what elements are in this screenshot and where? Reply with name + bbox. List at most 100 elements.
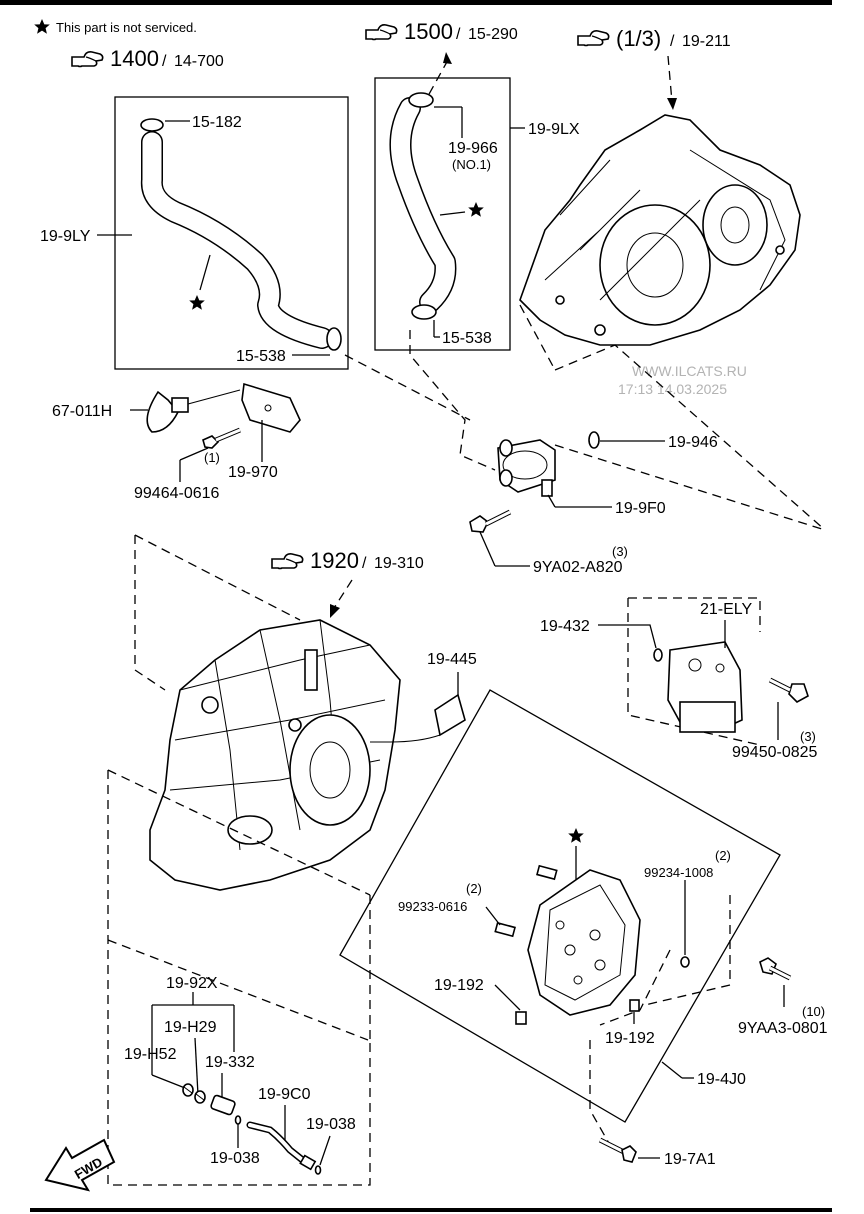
ref-main: 1920: [310, 548, 359, 573]
hose-19-9LX: [389, 92, 457, 320]
label-19-9LY[interactable]: 19-9LY: [40, 228, 91, 245]
star-icon: [34, 19, 50, 34]
label-21-ELY[interactable]: 21-ELY: [700, 601, 753, 618]
ref-1500[interactable]: 1500 / 15-290: [365, 19, 518, 44]
pointing-hand-icon: [577, 30, 610, 47]
cover-19-4J0: [527, 869, 641, 1016]
ref-1920[interactable]: 1920 / 19-310: [271, 548, 424, 573]
pipe-19-9C0: [246, 1121, 317, 1171]
bolt-9YAA3-0801: [759, 957, 792, 981]
label-19-192-a[interactable]: 19-192: [434, 977, 484, 994]
top-border: [0, 0, 832, 5]
label-15-538-b[interactable]: 15-538: [442, 330, 492, 347]
label-19-332[interactable]: 19-332: [205, 1054, 255, 1071]
watermark-timestamp: 17:13 14.03.2025: [618, 381, 727, 397]
label-19-H29[interactable]: 19-H29: [164, 1019, 217, 1036]
qty-9YA02: (3): [612, 544, 628, 559]
clip-67-011H: [146, 389, 241, 433]
bracket-19-970: [241, 382, 301, 433]
o-ring-19-038: [234, 1115, 242, 1125]
ref-sub: 19-211: [682, 33, 731, 50]
ref-main: 1400: [110, 46, 159, 71]
pin-99233: [494, 921, 516, 938]
label-19-432[interactable]: 19-432: [540, 618, 590, 635]
hose-19-9LY: [140, 118, 342, 351]
oil-cooler-19-9F0: [497, 439, 556, 497]
label-99450-0825[interactable]: 99450-0825: [732, 744, 818, 761]
hose-group-box: [114, 96, 349, 370]
label-15-182[interactable]: 15-182: [192, 114, 242, 131]
bottom-border: [30, 1208, 832, 1212]
label-19-92X[interactable]: 19-92X: [166, 975, 218, 992]
o-ring-19-946: [588, 431, 600, 449]
label-9YAA3-0801[interactable]: 9YAA3-0801: [738, 1020, 828, 1037]
label-99464-0616[interactable]: 99464-0616: [134, 485, 220, 502]
ref-sub: 15-290: [468, 26, 518, 43]
label-19-038-a[interactable]: 19-038: [210, 1150, 260, 1167]
label-19-966-note: (NO.1): [452, 157, 491, 172]
svg-text:/: /: [456, 26, 461, 43]
label-19-445[interactable]: 19-445: [427, 651, 477, 668]
label-19-970[interactable]: 19-970: [228, 464, 278, 481]
star-icon: [189, 295, 205, 310]
ref-main: 1500: [404, 19, 453, 44]
ref-1400[interactable]: 1400 / 14-700: [71, 46, 224, 71]
label-19-9F0[interactable]: 19-9F0: [615, 500, 666, 517]
label-19-9LX[interactable]: 19-9LX: [528, 121, 580, 138]
o-ring-19-038: [314, 1165, 322, 1175]
qty-99233: (2): [466, 881, 482, 896]
pointing-hand-icon: [271, 553, 304, 570]
label-15-538-a[interactable]: 15-538: [236, 348, 286, 365]
pointing-hand-icon: [71, 51, 104, 68]
fitting-19-H52: [182, 1083, 194, 1097]
label-19-H52[interactable]: 19-H52: [124, 1046, 177, 1063]
ref-sub: 14-700: [174, 53, 224, 70]
transmission-housing-19-211: [519, 114, 801, 346]
hose-group-box: [374, 77, 511, 351]
legend-note: This part is not serviced.: [56, 20, 197, 35]
qty-99234: (2): [715, 848, 731, 863]
label-19-946[interactable]: 19-946: [668, 434, 718, 451]
plug-99234: [680, 956, 690, 968]
label-19-9C0[interactable]: 19-9C0: [258, 1086, 311, 1103]
plug-19-192: [629, 999, 640, 1012]
svg-text:/: /: [362, 555, 367, 572]
label-19-966[interactable]: 19-966: [448, 140, 498, 157]
label-99233-0616[interactable]: 99233-0616: [398, 899, 467, 914]
label-9YA02-A820[interactable]: 9YA02-A820: [533, 559, 623, 576]
fitting-19-H29: [194, 1090, 206, 1104]
fitting-19-332: [210, 1094, 236, 1116]
forward-direction-arrow: FWD: [44, 1138, 116, 1192]
label-19-7A1[interactable]: 19-7A1: [664, 1151, 716, 1168]
qty-99450: (3): [800, 729, 816, 744]
legend: This part is not serviced.: [34, 19, 197, 35]
svg-text:/: /: [670, 33, 675, 50]
o-ring-19-432: [653, 648, 663, 662]
bolt-99464-0616: [202, 427, 241, 449]
pointing-hand-icon: [365, 24, 398, 41]
star-icon: [468, 202, 484, 217]
bolt-19-7A1: [598, 1137, 637, 1163]
plug-19-192: [515, 1011, 527, 1025]
qty-99464: (1): [204, 450, 220, 465]
ref-main: (1/3): [616, 26, 661, 51]
star-icon: [568, 828, 584, 843]
solenoid-21-ELY: [667, 641, 743, 733]
bolt-9YA02-A820: [469, 509, 512, 533]
ref-sub: 19-310: [374, 555, 424, 572]
transmission-case-19-310: [149, 619, 401, 891]
svg-text:/: /: [162, 53, 167, 70]
ref-1-3[interactable]: (1/3) / 19-211: [577, 26, 731, 51]
label-19-038-b[interactable]: 19-038: [306, 1116, 356, 1133]
watermark-site: WWW.ILCATS.RU: [632, 363, 747, 379]
qty-9YAA3: (10): [802, 1004, 825, 1019]
sensor-19-445: [370, 672, 466, 743]
label-99234-1008[interactable]: 99234-1008: [644, 865, 713, 880]
label-67-011H[interactable]: 67-011H: [52, 403, 112, 420]
label-19-4J0[interactable]: 19-4J0: [697, 1071, 746, 1088]
label-19-192-b[interactable]: 19-192: [605, 1030, 655, 1047]
pin-99233: [536, 864, 558, 881]
bolt-99450-0825: [768, 677, 809, 703]
